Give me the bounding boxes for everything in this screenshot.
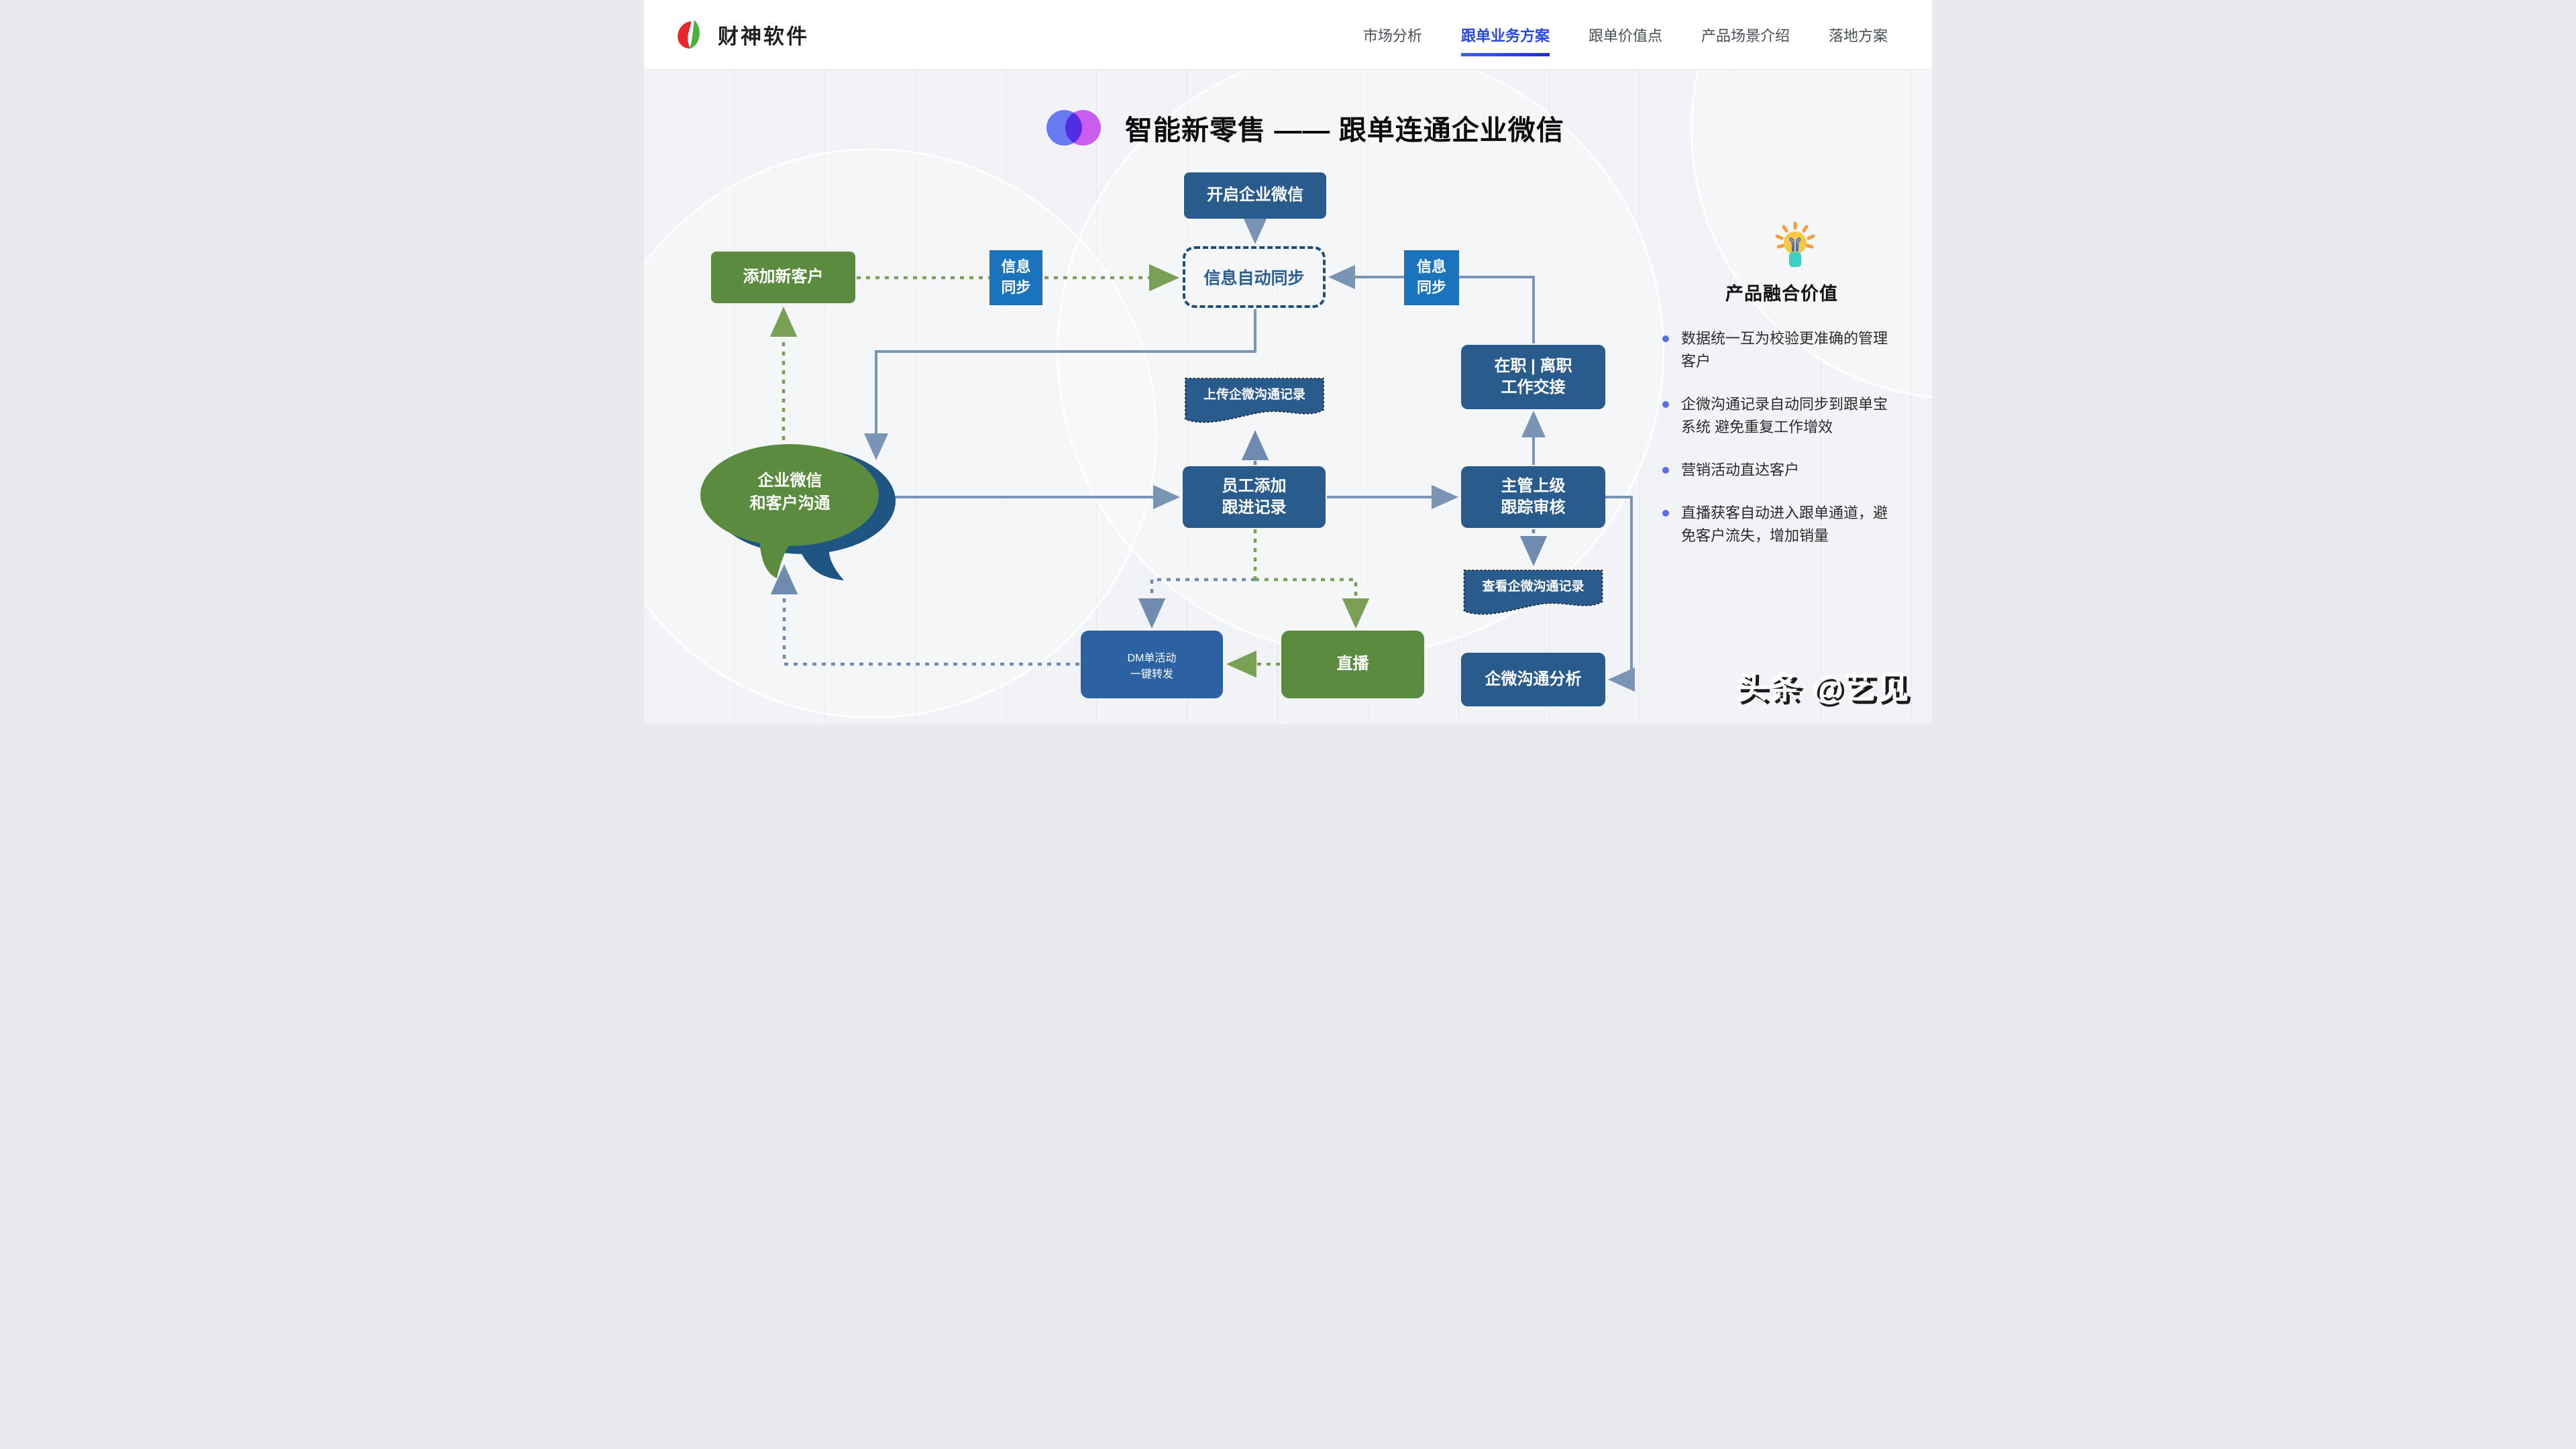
value-bullet-text: 营销活动直达客户: [1681, 462, 1800, 478]
bullet-dot-icon: [1662, 335, 1669, 342]
flow-label-sync-left: 信息 同步: [989, 250, 1042, 305]
logo-bean-icon: [678, 19, 700, 49]
flow-node-wecom-chat-bubble: [700, 444, 896, 580]
nav-menu: 市场分析 跟单业务方案 跟单价值点 产品场景介绍 落地方案: [1362, 24, 1888, 56]
flow-node-view-record: 查看企微沟通记录: [1461, 568, 1605, 621]
flow-node-job-handover: 在职 | 离职 工作交接: [1461, 345, 1605, 409]
flow-label-sync-right: 信息 同步: [1404, 250, 1459, 305]
slide-title-row: 智能新零售 —— 跟单连通企业微信: [1046, 107, 1564, 148]
value-bullet-item: 企微沟通记录自动同步到跟单宝系统 避免重复工作增效: [1662, 393, 1890, 439]
flow-node-upload-record-label: 上传企微沟通记录: [1203, 388, 1305, 402]
title-decor-circle-purple-icon: [1065, 109, 1101, 146]
value-bullet-text: 直播获客自动进入跟单通道，避免客户流失，增加销量: [1681, 504, 1888, 544]
logo-text: 财神软件: [718, 25, 809, 48]
flow-node-supervisor-review: 主管上级 跟踪审核: [1461, 466, 1605, 528]
flow-node-wecom-chat-bubble-label: 企业微信 和客户沟通: [749, 472, 830, 513]
company-logo[interactable]: 财神软件: [676, 16, 809, 54]
flow-node-open-wecom: 开启企业微信: [1184, 172, 1326, 219]
value-bullet-item: 直播获客自动进入跟单通道，避免客户流失，增加销量: [1662, 502, 1890, 547]
document-shape: [1185, 378, 1324, 423]
flow-node-wecom-analysis: 企微沟通分析: [1461, 653, 1605, 706]
bullet-dot-icon: [1662, 401, 1669, 408]
bullet-dot-icon: [1662, 510, 1669, 517]
flow-node-staff-followup: 员工添加 跟进记录: [1183, 466, 1326, 528]
flow-node-live-stream: 直播: [1281, 631, 1424, 698]
sidebar-title: 产品融合价值: [1725, 284, 1838, 304]
flow-node-view-record-label: 查看企微沟通记录: [1482, 580, 1585, 594]
bullet-dot-icon: [1662, 467, 1669, 474]
value-bullet-text: 企微沟通记录自动同步到跟单宝系统 避免重复工作增效: [1681, 396, 1888, 435]
value-bullet-text: 数据统一互为校验更准确的管理客户: [1681, 330, 1888, 370]
value-bullet-item: 数据统一互为校验更准确的管理客户: [1662, 327, 1890, 373]
flow-node-dm-forward: DM单活动 一键转发: [1081, 631, 1223, 698]
nav-item-order-solution-active[interactable]: 跟单业务方案: [1460, 24, 1550, 56]
flow-node-add-customer: 添加新客户: [711, 252, 855, 303]
value-bullet-item: 营销活动直达客户: [1662, 459, 1890, 482]
nav-item-landing-plan[interactable]: 落地方案: [1828, 27, 1888, 44]
slide-canvas: 财神软件 市场分析 跟单业务方案 跟单价值点 产品场景介绍 落地方案 智能新零售…: [644, 0, 1932, 724]
nav-item-order-value[interactable]: 跟单价值点: [1588, 27, 1662, 44]
page-title: 智能新零售 —— 跟单连通企业微信: [1125, 115, 1564, 146]
nav-item-market-analysis[interactable]: 市场分析: [1362, 27, 1422, 44]
flow-connectors: [769, 217, 1635, 692]
top-navigation-bar: 财神软件 市场分析 跟单业务方案 跟单价值点 产品场景介绍 落地方案: [644, 0, 1932, 70]
flow-node-auto-sync: 信息自动同步: [1183, 246, 1326, 308]
document-shape: [1463, 570, 1603, 615]
value-bullet-list: 数据统一互为校验更准确的管理客户 企微沟通记录自动同步到跟单宝系统 避免重复工作…: [1662, 327, 1890, 568]
lightbulb-icon: [1775, 221, 1815, 267]
watermark: 头条 @艺见: [1736, 669, 1910, 705]
nav-item-product-scenarios[interactable]: 产品场景介绍: [1701, 27, 1790, 44]
flow-node-upload-record: 上传企微沟通记录: [1183, 376, 1326, 429]
